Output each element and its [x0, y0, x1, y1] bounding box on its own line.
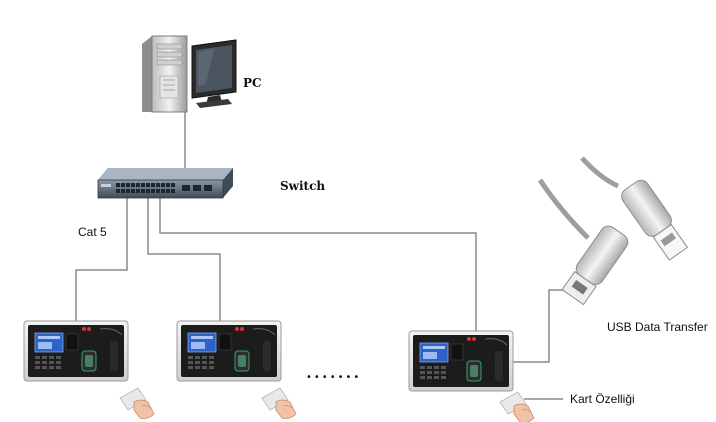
switch-label: Switch [280, 179, 325, 193]
usb-cable-icon [537, 156, 689, 306]
monitor-icon [191, 39, 237, 108]
network-switch-icon [97, 168, 233, 199]
pc-label: PC [243, 76, 262, 90]
cable-lines [75, 112, 590, 400]
pc-tower-icon [142, 35, 188, 113]
rfid-card-hand-icon [119, 387, 155, 419]
switch-to-terminal-2-cable [147, 196, 221, 322]
time-attendance-terminal-icon [176, 320, 282, 382]
cable-label: Cat 5 [78, 225, 107, 239]
card-label: Kart Özelliği [570, 392, 635, 406]
time-attendance-terminal-icon [408, 330, 514, 392]
time-attendance-terminal-icon [23, 320, 129, 382]
usb-label: USB Data Transfer [607, 320, 708, 334]
rfid-card-hand-icon [499, 391, 535, 422]
switch-to-terminal-3-cable [159, 196, 477, 332]
pc: PC [142, 35, 262, 113]
rfid-card-hand-icon [261, 387, 297, 419]
ellipsis-dots: ••••••• [306, 372, 361, 383]
switch-to-terminal-1-cable [75, 196, 128, 322]
